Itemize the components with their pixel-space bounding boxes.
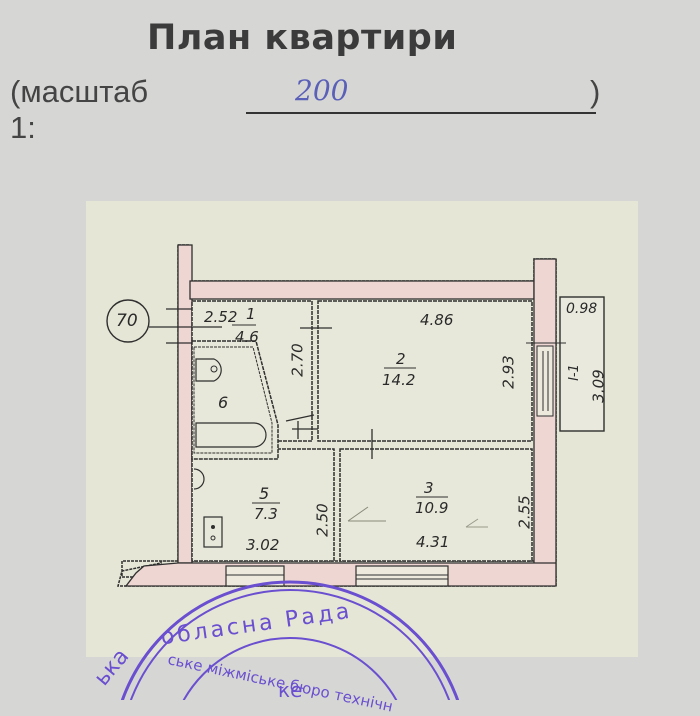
room-5-width: 3.02 (246, 536, 280, 554)
apartment-number: 70 (116, 311, 138, 331)
floor-plan-sheet: 70 2.52 1 4.6 2.70 4.86 2 14.2 2.93 3 10… (86, 201, 638, 657)
room-2-number: 2 (396, 350, 406, 368)
room-3-width: 4.31 (416, 533, 450, 551)
stamp-inner-fragment: ке (278, 678, 303, 702)
page-title: План квартири (147, 18, 458, 58)
scale-underline (246, 112, 596, 114)
room-2-area: 14.2 (382, 371, 416, 389)
official-stamp (120, 580, 460, 700)
room-2-width: 4.86 (420, 311, 454, 329)
balcony-width: 0.98 (566, 301, 598, 317)
room-1-width: 2.52 (204, 308, 238, 326)
room-3-number: 3 (424, 479, 434, 497)
scale-value: 200 (295, 74, 349, 107)
floor-plan-drawing (106, 244, 605, 587)
room-1-area: 4.6 (235, 328, 259, 346)
scale-suffix: ) (590, 74, 601, 109)
room-6-number: 6 (218, 393, 229, 412)
room-1-number: 1 (246, 305, 256, 323)
room-5-number: 5 (259, 484, 270, 503)
room-3-area: 10.9 (415, 499, 449, 517)
scale-prefix: (масштаб 1: (10, 74, 149, 145)
room-5-area: 7.3 (254, 505, 278, 523)
